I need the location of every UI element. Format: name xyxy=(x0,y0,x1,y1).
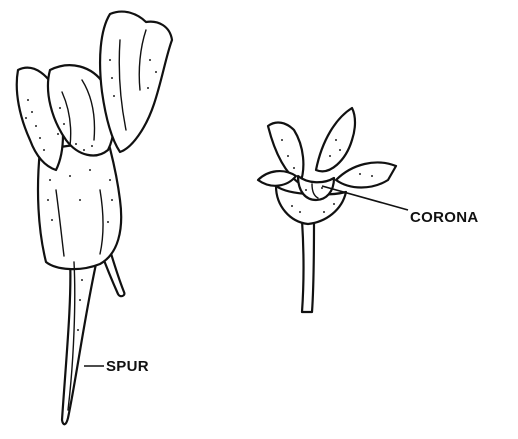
spurred-flower: SPUR xyxy=(17,12,172,425)
corona-stem xyxy=(302,220,314,312)
spur-label: SPUR xyxy=(106,358,149,375)
petal-right xyxy=(336,162,396,187)
corona-flower: CORONA xyxy=(258,108,478,312)
petal-left xyxy=(258,171,296,186)
corona-label: CORONA xyxy=(410,209,478,226)
spur xyxy=(62,258,96,424)
upper-petal xyxy=(100,12,172,152)
